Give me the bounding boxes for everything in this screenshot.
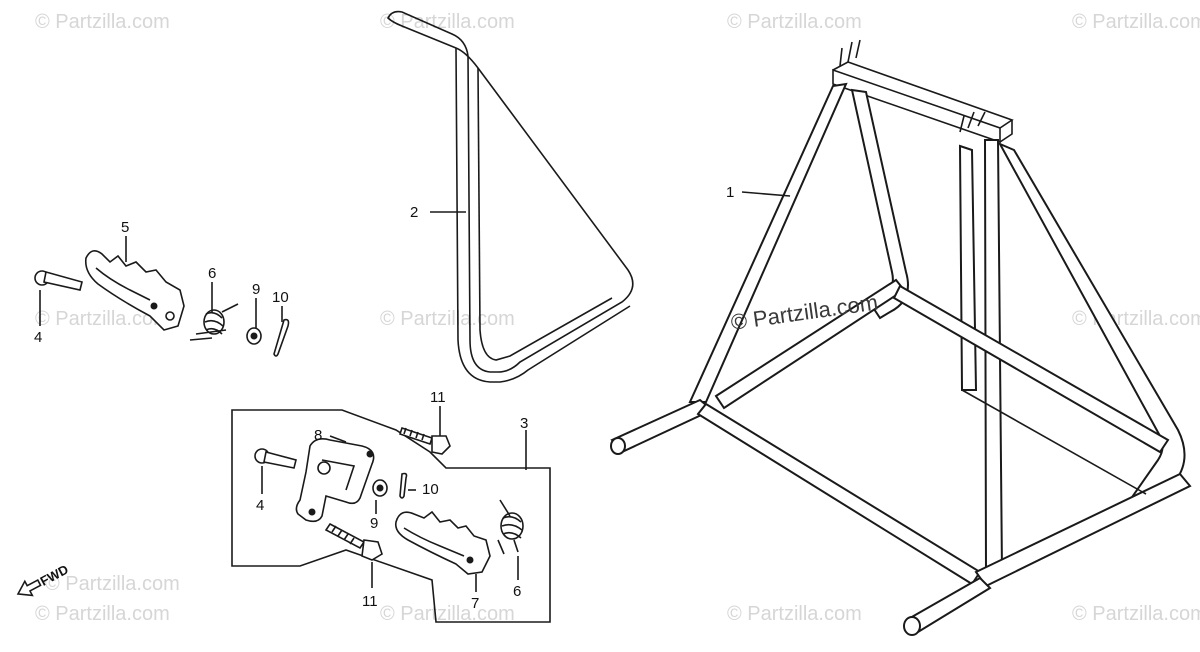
callout-11: 11	[362, 593, 378, 610]
watermark-text: © Partzilla.com	[380, 11, 515, 33]
callout-10: 10	[422, 481, 439, 498]
callout-11: 11	[430, 389, 446, 406]
callout-6: 6	[513, 583, 521, 600]
callout-5: 5	[121, 219, 129, 236]
callout-9: 9	[370, 515, 378, 532]
watermark-text: © Partzilla.com	[45, 573, 180, 595]
main-stand-part-1[interactable]	[610, 39, 1192, 636]
side-frame-part-2[interactable]	[387, 10, 634, 383]
callout-labels: 1 2 3 4 4 5 6 6 7 8 9 9 10 10 11 11	[34, 184, 734, 612]
spring-part-6[interactable]	[497, 499, 524, 555]
watermark-text: © Partzilla.com	[35, 603, 170, 625]
watermark-text: © Partzilla.com	[1072, 11, 1200, 33]
callout-4: 4	[34, 329, 42, 346]
callout-2: 2	[410, 204, 418, 221]
watermark-text: © Partzilla.com	[380, 603, 515, 625]
bracket-part-8[interactable]	[295, 438, 375, 523]
footpeg-part-5[interactable]	[84, 250, 185, 331]
callout-9: 9	[252, 281, 260, 298]
right-footpeg-assembly[interactable]	[231, 409, 551, 623]
fwd-arrow-icon	[16, 578, 42, 597]
watermark-text: © Partzilla.com	[35, 11, 170, 33]
bolt-part-11[interactable]	[324, 522, 366, 550]
callout-8: 8	[314, 427, 322, 444]
footpeg-part-7[interactable]	[394, 510, 491, 575]
cotter-pin-part-10[interactable]	[399, 472, 408, 499]
watermark-text: © Partzilla.com	[380, 308, 515, 330]
callout-1: 1	[726, 184, 734, 201]
watermark-text: © Partzilla.com	[727, 11, 862, 33]
watermark-text: © Partzilla.com	[1072, 603, 1200, 625]
cotter-pin-part-10[interactable]	[273, 318, 290, 357]
callout-4: 4	[256, 497, 264, 514]
callout-10: 10	[272, 289, 289, 306]
callout-7: 7	[471, 595, 479, 612]
watermark-text: © Partzilla.com	[727, 603, 862, 625]
leader-lines	[39, 191, 791, 592]
spring-part-6[interactable]	[189, 303, 239, 341]
left-footpeg-assembly[interactable]	[34, 250, 290, 357]
watermark-text: © Partzilla.com	[35, 308, 170, 330]
callout-3: 3	[520, 415, 528, 432]
callout-6: 6	[208, 265, 216, 282]
